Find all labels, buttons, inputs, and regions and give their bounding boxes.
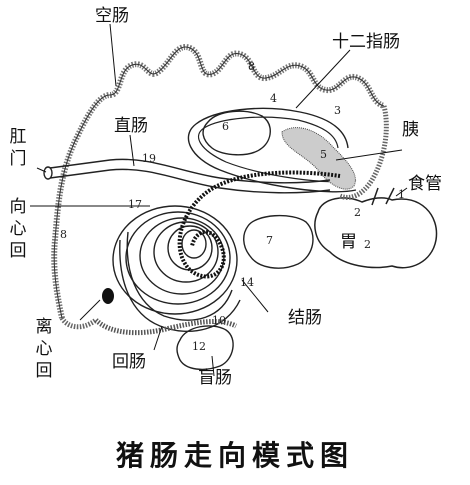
tag-8-left: 8: [60, 228, 67, 241]
label-pancreas: 胰: [402, 120, 419, 140]
label-stomach: 胃: [340, 232, 357, 252]
ileum-tube: [94, 318, 238, 336]
stomach-outline: [314, 197, 438, 269]
tag-5: 5: [320, 148, 327, 161]
duodenum-loop: [187, 107, 357, 193]
tag-2-upper: 2: [354, 206, 361, 219]
tag-19: 19: [142, 152, 156, 165]
tag-4: 4: [270, 92, 277, 105]
tag-17: 17: [128, 198, 142, 211]
jejunum-right-descend: [339, 105, 389, 200]
jejunum-outline: [53, 46, 385, 319]
esophagus-tube: [371, 187, 395, 206]
label-colon: 结肠: [288, 308, 322, 328]
rectum-tube-2: [49, 168, 331, 194]
centrifugal-bead: [102, 288, 114, 304]
cecum-sac: [176, 325, 234, 371]
duodenum-loop-inner: [198, 116, 357, 183]
pancreas-shape: [281, 127, 356, 190]
label-centripetal-turns: 向心回: [9, 197, 27, 261]
jejunum-descending: [59, 316, 98, 330]
tag-7: 7: [266, 234, 273, 247]
tag-1: 1: [398, 188, 405, 201]
colon-dark-helix: [177, 170, 341, 279]
leader-lines: [30, 23, 408, 377]
label-cecum: 盲肠: [198, 368, 232, 388]
tag-10: 10: [212, 314, 226, 327]
label-esophagus: 食管: [408, 174, 442, 194]
colon-spiral: [112, 205, 241, 333]
tag-2-stomach: 2: [364, 238, 371, 251]
label-anus: 肛门: [9, 127, 27, 169]
label-ileum: 回肠: [112, 352, 146, 372]
anus-opening: [43, 166, 53, 180]
label-centrifugal-turns: 离心回: [35, 317, 53, 381]
tag-8-top: 8: [248, 60, 255, 73]
label-rectum: 直肠: [114, 116, 148, 136]
label-duodenum: 十二指肠: [332, 32, 400, 52]
figure-title: 猪肠走向模式图: [115, 439, 354, 472]
tag-12: 12: [192, 340, 206, 353]
tag-14: 14: [240, 276, 254, 289]
tag-6: 6: [222, 120, 229, 133]
rectum-tube: [49, 158, 331, 184]
label-jejunum: 空肠: [95, 6, 129, 26]
organ-7: [243, 214, 314, 269]
tag-3: 3: [334, 104, 341, 117]
